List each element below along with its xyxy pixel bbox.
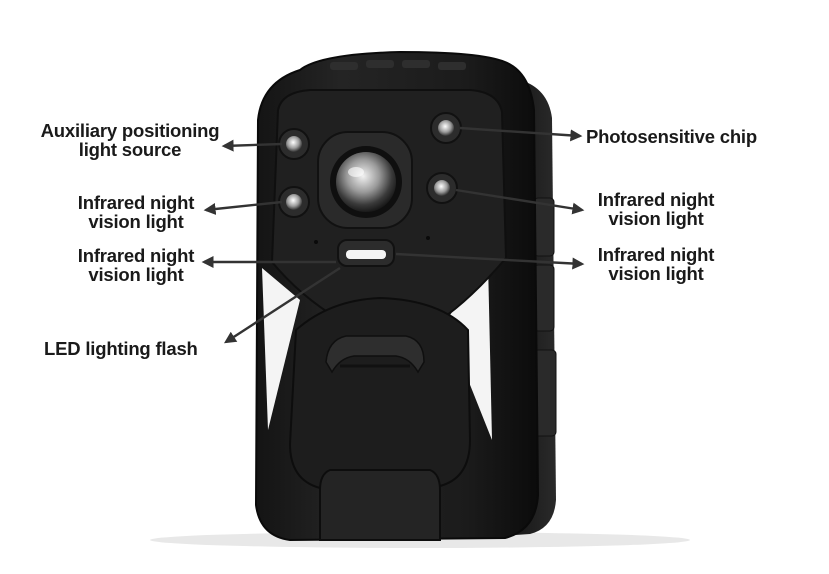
led-flash-light: [346, 250, 386, 259]
label-ir-light-right-upper: Infrared night vision light: [586, 190, 726, 228]
mic-hole-right: [426, 236, 430, 240]
top-grip-ridges: [330, 60, 466, 70]
label-aux-line1: Auxiliary positioning: [40, 120, 220, 141]
arrow-led-flash: [223, 266, 341, 344]
label-led-line1: LED lighting flash: [44, 338, 198, 359]
arrow-ir-left-upper: [203, 200, 283, 215]
label-photo-line1: Photosensitive chip: [586, 126, 757, 147]
lens-reflection: [348, 167, 364, 177]
arrow-ir-right-lower: [395, 252, 585, 270]
led-upper-left: [278, 128, 310, 160]
side-button-top[interactable]: [533, 197, 555, 257]
arrow-ir-right-upper: [455, 188, 585, 215]
led-upper-right: [430, 112, 462, 144]
grip-chevron: [325, 335, 425, 374]
label-ir-ru-line2: vision light: [608, 208, 704, 229]
label-ir-ll-line1: Infrared night: [77, 245, 195, 266]
label-ir-lu-line1: Infrared night: [77, 192, 195, 213]
arrow-aux-light: [221, 139, 283, 152]
bottom-clip: [319, 469, 441, 541]
label-aux-positioning-light: Auxiliary positioning light source: [30, 121, 230, 159]
arrow-photosensitive-chip: [459, 126, 583, 142]
label-led-lighting-flash: LED lighting flash: [44, 339, 198, 358]
mic-hole-left: [314, 240, 318, 244]
callout-arrows: [201, 126, 585, 344]
label-ir-light-right-lower: Infrared night vision light: [586, 245, 726, 283]
label-photosensitive-chip: Photosensitive chip: [586, 127, 757, 146]
label-ir-ru-line1: Infrared night: [597, 189, 715, 210]
left-white-accent: [262, 268, 300, 430]
label-ir-light-left-upper: Infrared night vision light: [66, 193, 206, 231]
label-ir-light-left-lower: Infrared night vision light: [66, 246, 206, 284]
led-middle-left: [278, 186, 310, 218]
label-aux-line2: light source: [78, 139, 182, 160]
label-ir-rl-line1: Infrared night: [597, 244, 715, 265]
label-ir-lu-line2: vision light: [88, 211, 184, 232]
label-ir-ll-line2: vision light: [88, 264, 184, 285]
front-lower-panel: [288, 296, 472, 490]
lens-glass: [336, 152, 396, 212]
label-ir-rl-line2: vision light: [608, 263, 704, 284]
led-middle-right: [426, 172, 458, 204]
